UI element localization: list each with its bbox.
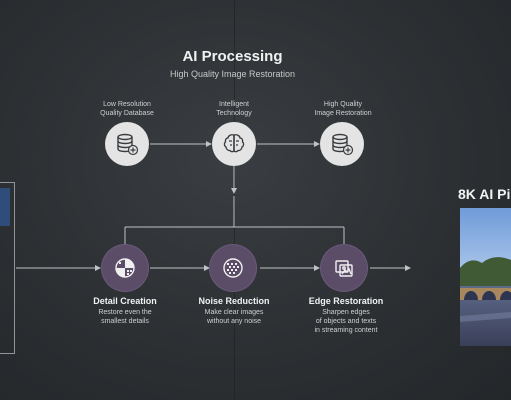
input-label-database-line1: Low Resolution bbox=[103, 101, 151, 108]
output-image bbox=[460, 208, 511, 346]
database-plus-icon bbox=[332, 133, 354, 156]
stage-desc-noise-line1: Make clear images bbox=[204, 309, 264, 316]
brain-node bbox=[212, 122, 256, 166]
stage-desc-noise-line2: without any noise bbox=[206, 318, 262, 325]
stage-desc-noise: Make clear images without any noise bbox=[164, 308, 304, 326]
database-plus-icon bbox=[117, 133, 139, 156]
stage-title-detail: Detail Creation bbox=[93, 296, 157, 306]
database-node bbox=[105, 122, 149, 166]
output-landscape-image bbox=[460, 208, 511, 346]
input-source-panel bbox=[0, 182, 15, 354]
noise-grid-icon bbox=[223, 258, 243, 278]
noise-reduction-node bbox=[210, 245, 256, 291]
diagram-subtitle: High Quality Image Restoration bbox=[169, 69, 296, 79]
stage-desc-edge-line2: of objects and texts bbox=[315, 318, 377, 325]
brain-icon bbox=[223, 134, 245, 153]
stage-desc-detail: Restore even the smallest details bbox=[55, 308, 195, 326]
stage-desc-detail-line1: Restore even the bbox=[98, 309, 152, 316]
stage-desc-edge: Sharpen edges of objects and texts in st… bbox=[276, 308, 416, 335]
detail-creation-node bbox=[102, 245, 148, 291]
input-label-intelligent-line1: Intelligent bbox=[219, 101, 249, 108]
edge-restoration-node bbox=[321, 245, 367, 291]
diagram-title: AI Processing bbox=[182, 48, 283, 65]
input-label-restoration-line2: Image Restoration bbox=[314, 110, 372, 117]
input-label-intelligent-line2: Technology bbox=[216, 110, 252, 117]
input-label-intelligent: Intelligent Technology bbox=[179, 100, 289, 118]
input-label-restoration-line1: High Quality bbox=[323, 101, 363, 108]
image-edge-icon bbox=[335, 260, 353, 277]
stage-desc-edge-line3: in streaming content bbox=[314, 327, 378, 334]
stage-title-edge: Edge Restoration bbox=[308, 296, 384, 306]
input-label-restoration: High Quality Image Restoration bbox=[288, 100, 398, 118]
output-title: 8K AI Pi bbox=[458, 186, 511, 202]
detail-pattern-icon bbox=[115, 258, 135, 278]
input-label-database-line2: Quality Database bbox=[100, 110, 154, 117]
stage-desc-edge-line1: Sharpen edges bbox=[322, 309, 370, 316]
input-source-accent bbox=[0, 188, 10, 226]
restoration-database-node bbox=[320, 122, 364, 166]
stage-desc-detail-line2: smallest details bbox=[101, 318, 149, 325]
input-label-database: Low Resolution Quality Database bbox=[72, 100, 182, 118]
stage-title-noise: Noise Reduction bbox=[198, 296, 270, 306]
